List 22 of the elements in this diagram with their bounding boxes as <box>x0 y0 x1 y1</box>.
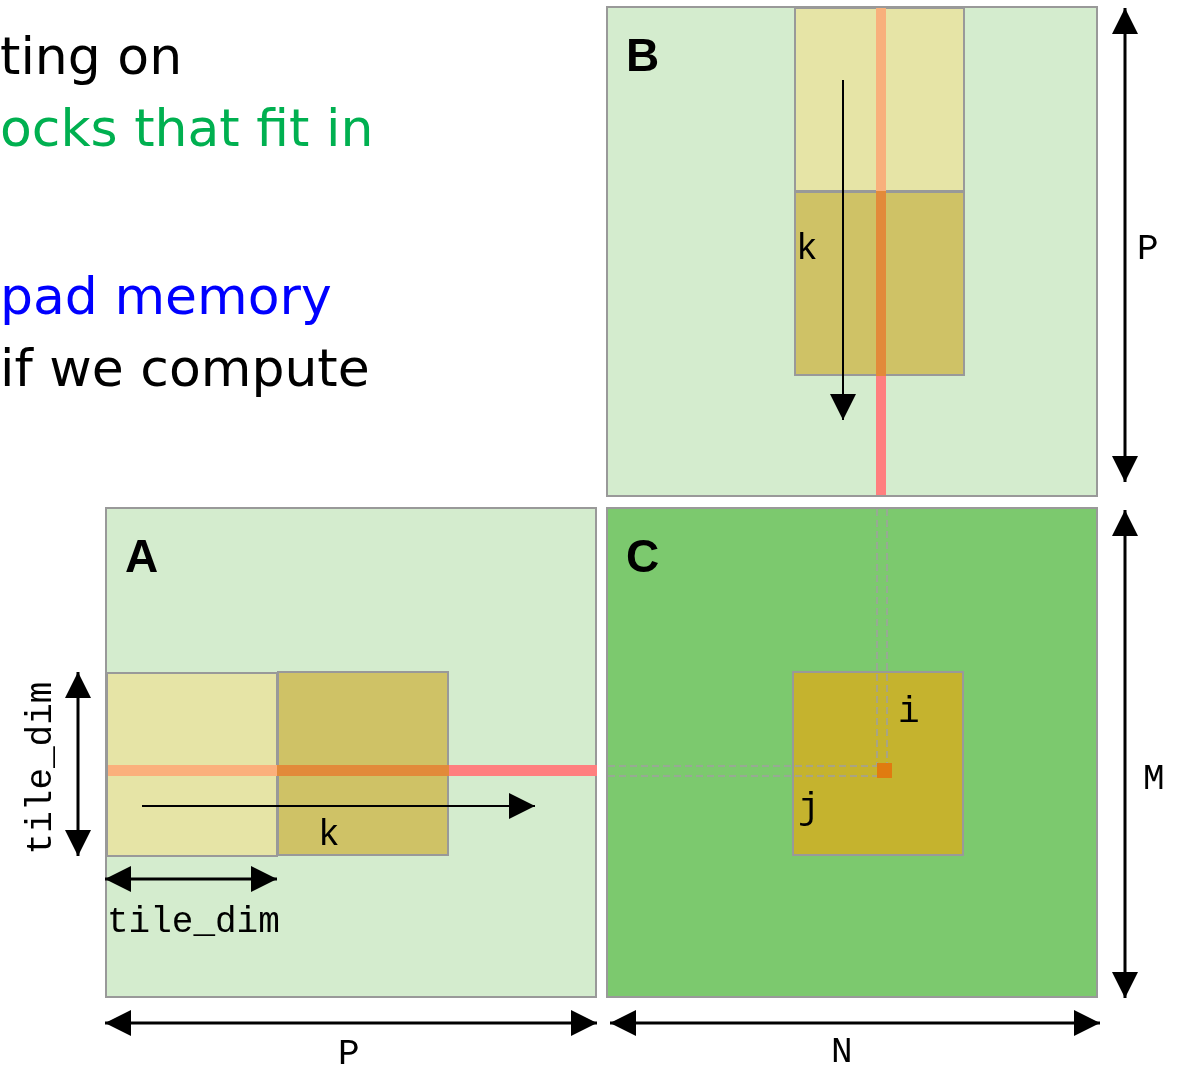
tile-block <box>792 671 964 856</box>
direction-label: k <box>318 818 340 854</box>
tile-block <box>277 671 449 856</box>
index-label: j <box>798 791 820 827</box>
tile-block <box>794 7 965 192</box>
tile-block <box>794 191 965 376</box>
tile-block <box>106 672 278 857</box>
matrix-label: C <box>626 533 660 579</box>
slide-text: ocks that fit in <box>0 102 374 154</box>
dimension-label: P <box>338 1037 360 1071</box>
dimension-label: tile_dim <box>24 681 61 855</box>
matrix-panel <box>105 507 597 998</box>
matrix-panel <box>606 6 1098 497</box>
dimension-label: tile_dim <box>107 905 280 941</box>
index-label: i <box>898 695 920 731</box>
matrix-label: B <box>626 32 660 78</box>
matrix-label: A <box>125 533 159 579</box>
matrix-panel <box>606 507 1098 998</box>
dimension-label: P <box>1137 232 1159 268</box>
dimension-label: M <box>1143 762 1165 798</box>
dimension-label: N <box>831 1035 853 1071</box>
direction-label: k <box>796 232 818 268</box>
